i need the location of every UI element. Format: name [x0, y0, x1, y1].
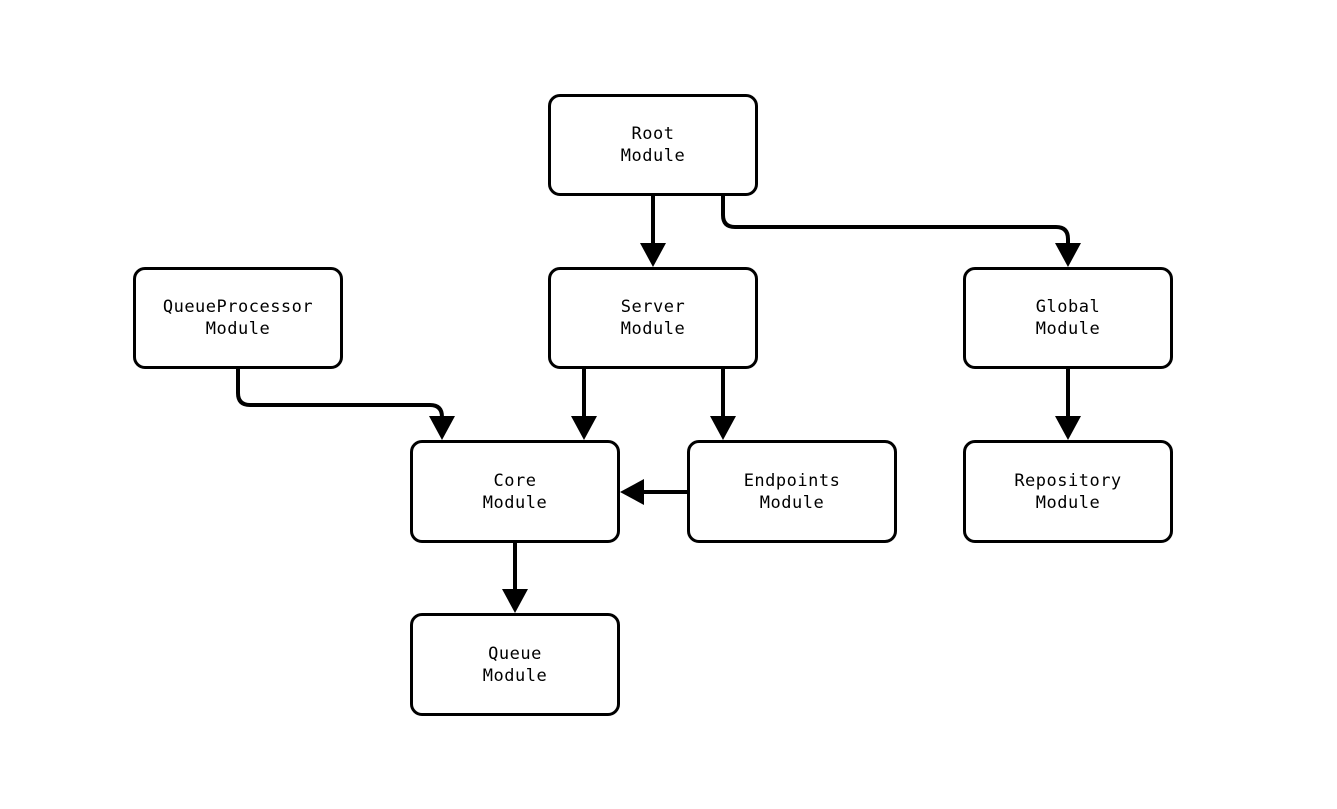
node-root-line2: Module — [620, 146, 686, 166]
node-endpoints-line2: Module — [759, 492, 825, 513]
node-root-line1: Root — [631, 124, 675, 144]
node-repository-line1: Repository — [1014, 470, 1122, 491]
node-core-line1: Core — [493, 470, 537, 491]
node-core[interactable]: Core Module — [410, 440, 620, 543]
edge-core-to-queue — [502, 543, 528, 613]
node-root[interactable]: Root Module — [548, 94, 758, 196]
node-global[interactable]: Global Module — [963, 267, 1173, 369]
node-server-line2: Module — [620, 319, 686, 339]
edge-server-to-core — [571, 369, 597, 440]
edge-server-to-endpoints — [710, 369, 736, 440]
node-repository-line2: Module — [1035, 492, 1101, 513]
node-queue-line2: Module — [482, 665, 548, 686]
node-repository[interactable]: Repository Module — [963, 440, 1173, 543]
node-global-line2: Module — [1035, 319, 1101, 339]
node-core-line2: Module — [482, 492, 548, 513]
node-queue-line1: Queue — [488, 643, 542, 664]
edge-root-to-server — [640, 196, 666, 267]
edge-global-to-repository — [1055, 369, 1081, 440]
node-server-line1: Server — [620, 297, 686, 317]
node-queueprocessor-line2: Module — [205, 319, 271, 339]
node-endpoints[interactable]: Endpoints Module — [687, 440, 897, 543]
edge-root-to-global — [721, 196, 1081, 267]
node-endpoints-line1: Endpoints — [743, 470, 841, 491]
node-queueprocessor-line1: QueueProcessor — [162, 297, 314, 317]
edge-endpoints-to-core — [620, 479, 687, 505]
node-global-line1: Global — [1035, 297, 1101, 317]
node-queue[interactable]: Queue Module — [410, 613, 620, 716]
node-queueprocessor[interactable]: QueueProcessor Module — [133, 267, 343, 369]
node-server[interactable]: Server Module — [548, 267, 758, 369]
edge-queueprocessor-to-core — [236, 369, 455, 440]
